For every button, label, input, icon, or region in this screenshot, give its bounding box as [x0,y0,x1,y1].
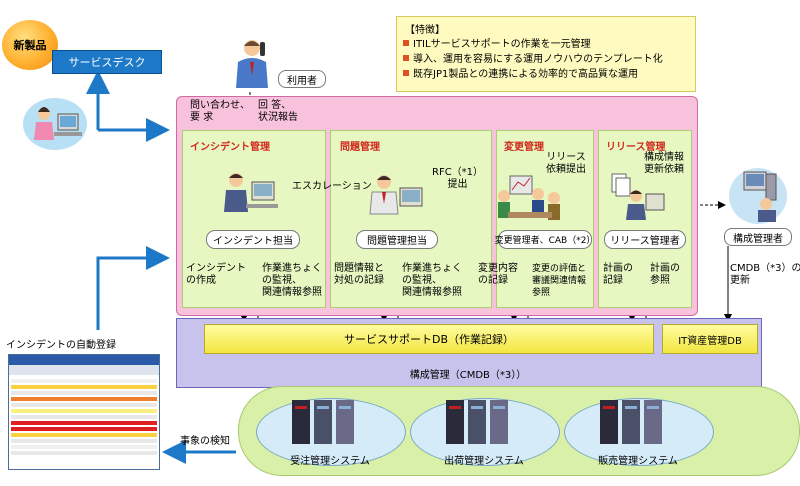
system-label: 出荷管理システム [444,456,524,467]
auto-register-arrow [96,246,170,330]
process-note: 変更の評価と審議関連情報参照 [532,264,587,298]
incident-list-screenshot [8,354,160,470]
role-change: 変更管理者、CAB（*2） [495,230,595,249]
config-manager-label: 構成管理者 [724,228,792,246]
role-problem: 問題管理担当 [356,230,438,249]
change-meeting-illustration [498,175,560,220]
incident-worker-illustration [224,173,278,212]
it-asset-db: IT資産管理DB [662,324,758,354]
auto-register-label: インシデントの自動登録 [6,340,116,351]
rfc-label: RFC（*1）提出 [432,167,484,190]
server-icon [446,400,508,444]
process-note: 作業進ちょくの監視、関連情報参照 [262,263,322,298]
new-product-badge: 新製品 [2,20,58,70]
process-title: リリース管理 [606,142,666,153]
system-label: 受注管理システム [290,456,370,467]
problem-worker-illustration [369,175,423,215]
release-request-label: リリース依頼提出 [546,152,586,175]
feature-item: ITILサービスサポートの作業を一元管理 [403,39,591,51]
role-release: リリース管理者 [604,230,686,249]
incident-management-box [182,130,326,308]
operator-illustration [23,98,87,150]
user-label: 利用者 [278,70,326,88]
server-icon [600,400,662,444]
process-note: 作業進ちょくの監視、関連情報参照 [402,263,462,298]
role-incident: インシデント担当 [206,230,300,249]
features-box: 【特徴】 ITILサービスサポートの作業を一元管理 導入、運用を容易にする運用ノ… [396,16,696,92]
feature-item: 既存JP1製品との連携による効率的で高品質な運用 [403,69,638,81]
change-management-box [496,130,594,308]
problem-management-box [330,130,492,308]
escalation-label: エスカレーション [292,181,372,192]
config-update-request-label: 構成情報更新依頼 [644,152,684,175]
features-heading: 【特徴】 [405,25,445,36]
inquiry-label: 問い合わせ、要 求 [190,100,250,123]
answer-label: 回 答、状況報告 [258,100,298,123]
process-note: 計画の参照 [650,263,680,286]
process-note: 問題情報と対処の記録 [334,263,384,286]
event-detect-label: 事象の検知 [180,436,230,447]
system-label: 販売管理システム [598,456,678,467]
process-note: 変更内容の記録 [478,263,518,286]
config-manager-illustration [729,168,787,224]
service-support-db: サービスサポートDB（作業記録） [204,324,654,354]
process-note: 計画の記録 [603,263,633,286]
release-worker-illustration [611,173,665,220]
cmdb-update-note: CMDB（*3）の更新 [730,263,800,286]
process-title: 問題管理 [340,142,380,153]
server-icon [292,400,354,444]
user-illustration [236,40,268,88]
process-title: インシデント管理 [190,142,270,153]
process-note: インシデントの作成 [186,263,246,286]
process-title: 変更管理 [504,142,544,153]
feature-item: 導入、運用を容易にする運用ノウハウのテンプレート化 [403,54,663,66]
cmdb-label: 構成管理（CMDB（*3）） [409,370,527,381]
service-desk-box: サービスデスク [52,50,162,74]
